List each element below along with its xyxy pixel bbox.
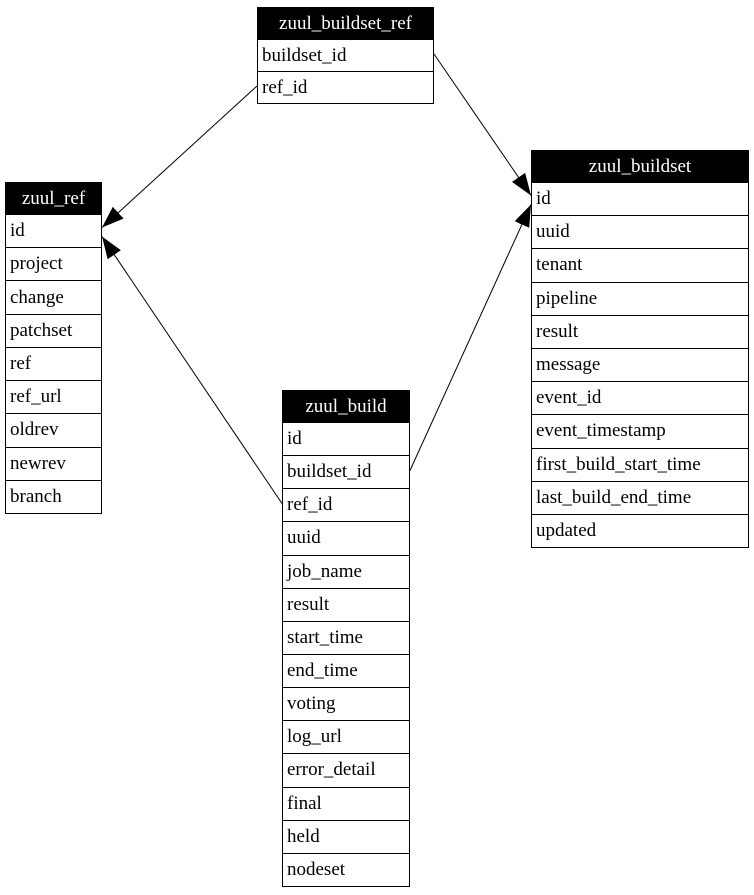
field-row: nodeset bbox=[283, 852, 409, 886]
field-row: voting bbox=[283, 687, 409, 721]
field-row: held bbox=[283, 819, 409, 853]
field-row: ref_id bbox=[283, 488, 409, 522]
field-row: buildset_id bbox=[283, 455, 409, 489]
table-title: zuul_build bbox=[283, 391, 409, 422]
field-row: buildset_id bbox=[258, 39, 433, 71]
field-row: change bbox=[6, 280, 101, 314]
field-row: last_build_end_time bbox=[532, 480, 748, 514]
field-row: uuid bbox=[283, 521, 409, 555]
field-row: event_timestamp bbox=[532, 414, 748, 448]
field-row: end_time bbox=[283, 653, 409, 688]
edge-zuul_buildset_ref-to-zuul_buildset bbox=[433, 53, 532, 196]
field-row: result bbox=[283, 587, 409, 621]
field-row: id bbox=[6, 214, 101, 248]
field-row: result bbox=[532, 314, 748, 348]
field-row: ref_id bbox=[258, 71, 433, 103]
field-row: log_url bbox=[283, 720, 409, 754]
field-row: uuid bbox=[532, 215, 748, 249]
field-row: event_id bbox=[532, 381, 748, 415]
field-row: first_build_start_time bbox=[532, 447, 748, 481]
field-row: patchset bbox=[6, 313, 101, 347]
field-row: message bbox=[532, 347, 748, 382]
field-row: final bbox=[283, 786, 409, 820]
field-row: updated bbox=[532, 513, 748, 548]
field-row: pipeline bbox=[532, 281, 748, 315]
table-title: zuul_buildset bbox=[532, 151, 748, 182]
field-row: job_name bbox=[283, 554, 409, 588]
field-row: ref bbox=[6, 346, 101, 381]
field-row: tenant bbox=[532, 248, 748, 282]
field-row: oldrev bbox=[6, 413, 101, 447]
field-row: ref_url bbox=[6, 380, 101, 414]
edge-zuul_build-to-zuul_buildset bbox=[409, 204, 532, 471]
field-row: id bbox=[532, 182, 748, 216]
table-title: zuul_ref bbox=[6, 183, 101, 214]
field-row: branch bbox=[6, 479, 101, 513]
table-title: zuul_buildset_ref bbox=[258, 8, 433, 39]
edge-zuul_buildset_ref-to-zuul_ref bbox=[101, 85, 258, 228]
field-row: error_detail bbox=[283, 753, 409, 787]
field-row: newrev bbox=[6, 446, 101, 480]
field-row: start_time bbox=[283, 620, 409, 654]
field-row: id bbox=[283, 422, 409, 456]
field-row: project bbox=[6, 247, 101, 281]
edge-zuul_build-to-zuul_ref bbox=[101, 236, 283, 504]
